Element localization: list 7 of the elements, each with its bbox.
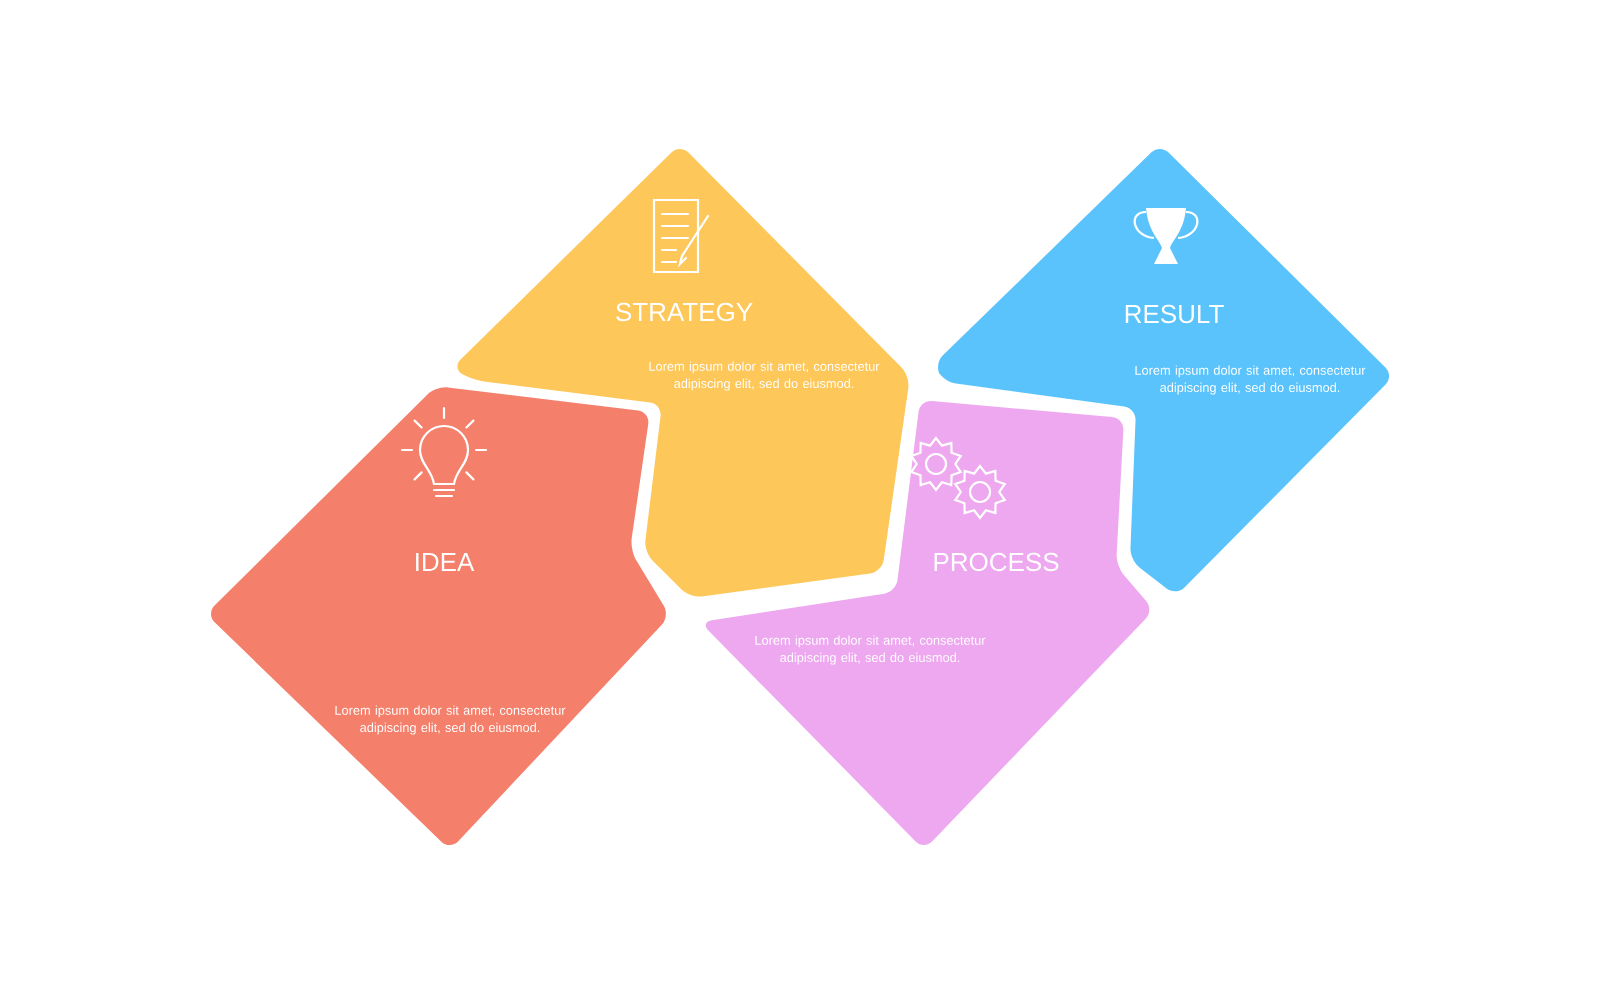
step-title: RESULT (1125, 304, 1224, 324)
step-title: STRATEGY (616, 302, 753, 322)
arrow-shape (211, 387, 666, 845)
arrow-shape (705, 401, 1150, 845)
step-title: IDEA (416, 553, 475, 571)
arrow-shape (938, 148, 1390, 592)
step-title: PROCESS (934, 552, 1059, 572)
